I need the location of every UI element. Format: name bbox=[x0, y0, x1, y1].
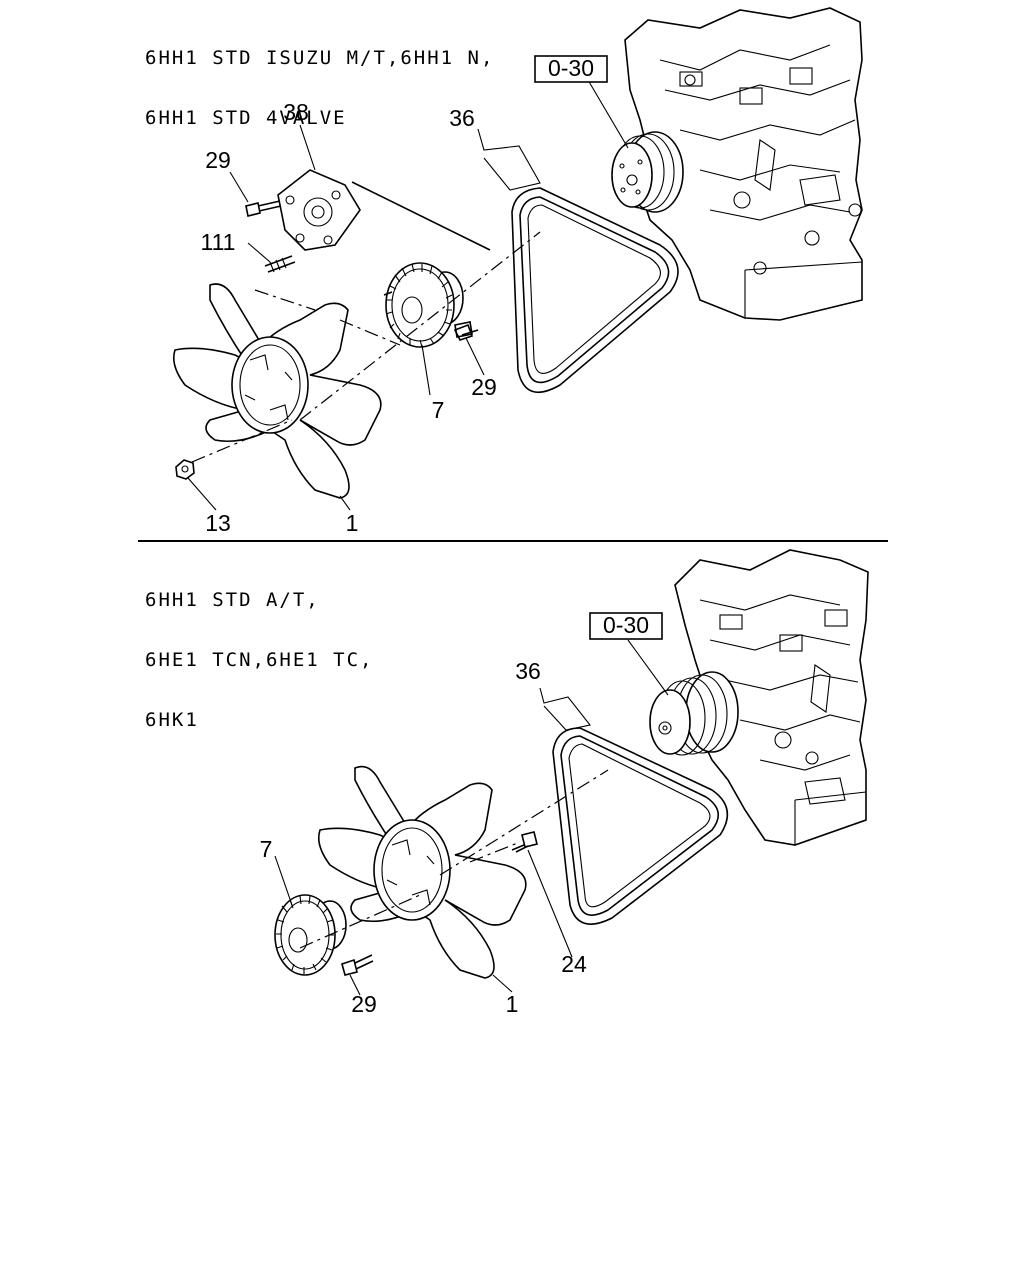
v-belt-bottom bbox=[552, 727, 729, 925]
reference-box-0-30-top-label: 0-30 bbox=[548, 55, 594, 81]
callouts-bottom: 36 7 24 29 1 bbox=[260, 658, 587, 1017]
callout-1-top: 1 bbox=[346, 510, 359, 536]
reference-box-0-30-bottom: 0-30 bbox=[589, 612, 663, 640]
leader-lines-bottom bbox=[274, 639, 669, 996]
centerlines-top bbox=[191, 181, 541, 463]
callout-29-top: 29 bbox=[205, 147, 231, 173]
crankshaft-pulley-top bbox=[611, 131, 684, 213]
fan-part-1-bottom bbox=[317, 765, 527, 979]
section-1-header-line-2: 6HH1 STD 4VALVE bbox=[145, 107, 347, 129]
crankshaft-pulley-bottom bbox=[649, 671, 739, 756]
section-2-header-line-3: 6HK1 bbox=[145, 709, 199, 731]
fan-clutch-part-7-top bbox=[383, 262, 474, 348]
bolt-part-24 bbox=[511, 831, 538, 853]
callouts-top: 38 29 111 36 29 7 13 1 bbox=[201, 99, 497, 536]
callout-38: 38 bbox=[283, 99, 309, 125]
callout-36-bottom: 36 bbox=[515, 658, 541, 684]
callout-24: 24 bbox=[561, 951, 587, 977]
callout-7-bottom: 7 bbox=[260, 836, 273, 862]
section-2-header: 6HH1 STD A/T, 6HE1 TCN,6HE1 TC, 6HK1 bbox=[145, 550, 373, 770]
callout-7-top: 7 bbox=[432, 397, 445, 423]
centerlines-bottom bbox=[299, 769, 609, 949]
section-2-header-line-1: 6HH1 STD A/T, bbox=[145, 589, 320, 611]
callout-111: 111 bbox=[201, 229, 236, 255]
v-belt-top bbox=[511, 187, 679, 394]
bolt-part-29-right bbox=[454, 321, 479, 338]
callout-1-bottom: 1 bbox=[506, 991, 519, 1017]
fan-part-1-top bbox=[172, 283, 382, 499]
bolt-part-29-bottom bbox=[341, 954, 374, 976]
section-1-header: 6HH1 STD ISUZU M/T,6HH1 N, 6HH1 STD 4VAL… bbox=[145, 8, 494, 168]
callout-29-right: 29 bbox=[471, 374, 497, 400]
reference-box-0-30-bottom-label: 0-30 bbox=[603, 612, 649, 638]
nut-part-13 bbox=[175, 459, 195, 480]
leader-lines-top bbox=[187, 79, 629, 511]
callout-29-bottom: 29 bbox=[351, 991, 377, 1017]
bolt-part-29-top bbox=[245, 200, 282, 217]
stud-part-111 bbox=[264, 255, 296, 273]
fan-bracket-part-38 bbox=[277, 169, 361, 251]
fan-clutch-part-7-bottom bbox=[274, 894, 347, 976]
callout-36-top: 36 bbox=[449, 105, 475, 131]
section-1-header-line-1: 6HH1 STD ISUZU M/T,6HH1 N, bbox=[145, 47, 495, 69]
callout-13: 13 bbox=[205, 510, 231, 536]
section-2-header-line-2: 6HE1 TCN,6HE1 TC, bbox=[145, 649, 374, 671]
reference-box-0-30-top: 0-30 bbox=[534, 55, 608, 83]
